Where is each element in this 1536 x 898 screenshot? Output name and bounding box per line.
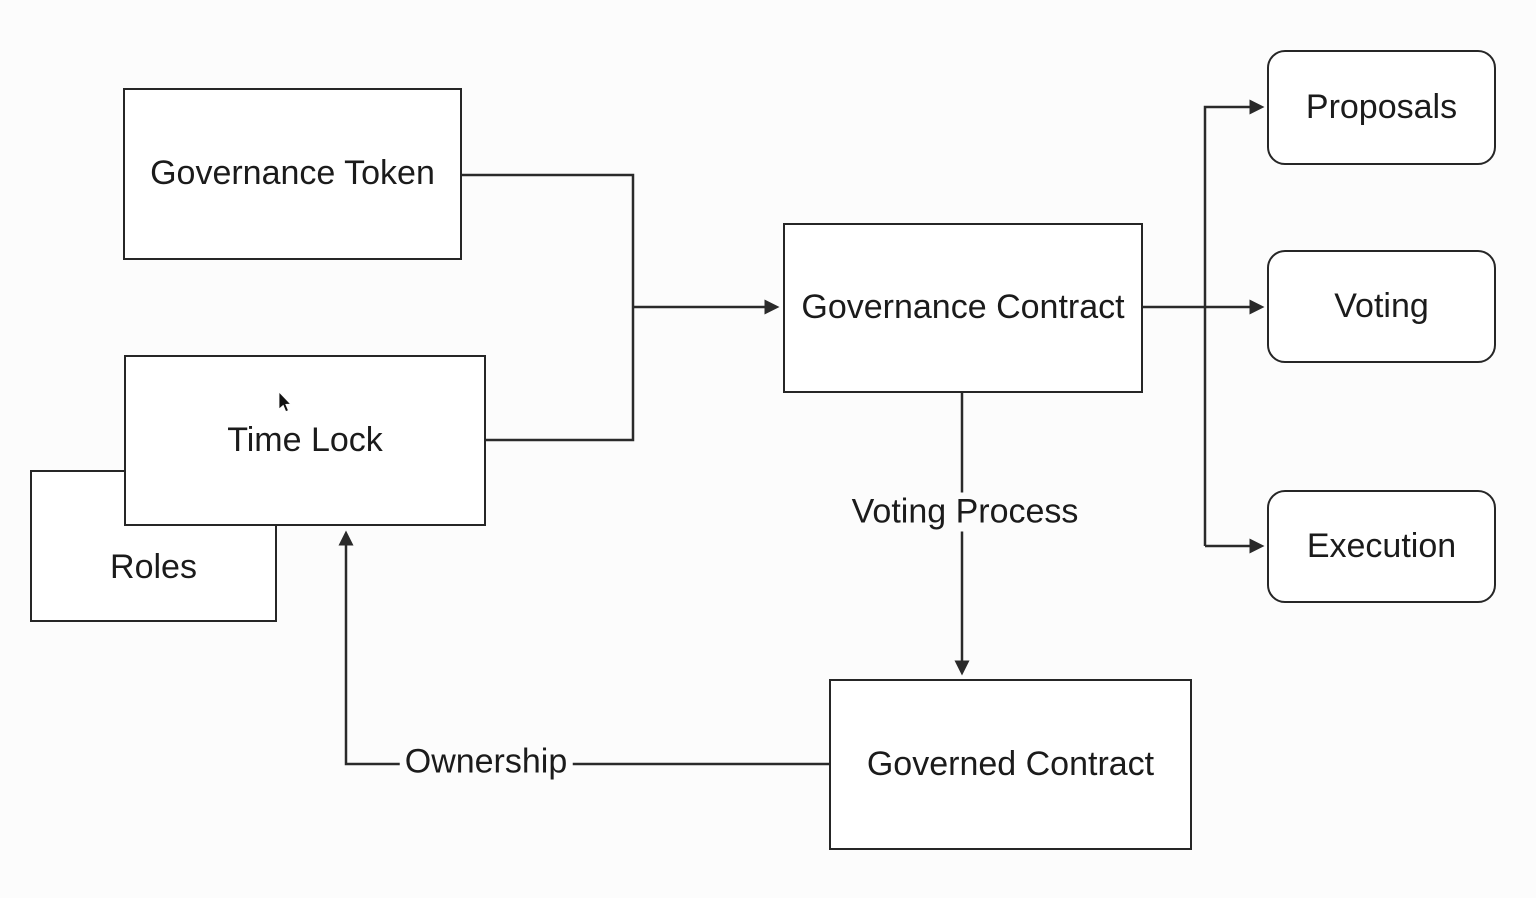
node-proposals[interactable]: Proposals [1267,50,1496,165]
node-time-lock[interactable]: Time Lock [124,355,486,526]
node-execution[interactable]: Execution [1267,490,1496,603]
edge-label-voting-process: Voting Process [846,492,1084,532]
node-governed-contract-label: Governed Contract [866,744,1155,783]
node-governance-token[interactable]: Governance Token [123,88,462,260]
node-governance-token-label: Governance Token [150,154,435,193]
node-voting-label: Voting [1334,286,1429,325]
edge-label-ownership: Ownership [399,742,573,782]
node-proposals-label: Proposals [1305,87,1458,126]
edge-to-proposals [1203,99,1265,546]
edge-token-timelock-rail [462,173,635,442]
node-governance-contract-label: Governance Contract [801,288,1125,327]
edge-ownership [338,530,829,766]
mouse-cursor-icon [278,392,292,413]
node-time-lock-label: Time Lock [227,420,383,459]
node-roles-label: Roles [110,548,197,587]
node-governance-contract[interactable]: Governance Contract [783,223,1143,393]
node-voting[interactable]: Voting [1267,250,1496,363]
node-execution-label: Execution [1306,526,1457,565]
node-governed-contract[interactable]: Governed Contract [829,679,1192,850]
